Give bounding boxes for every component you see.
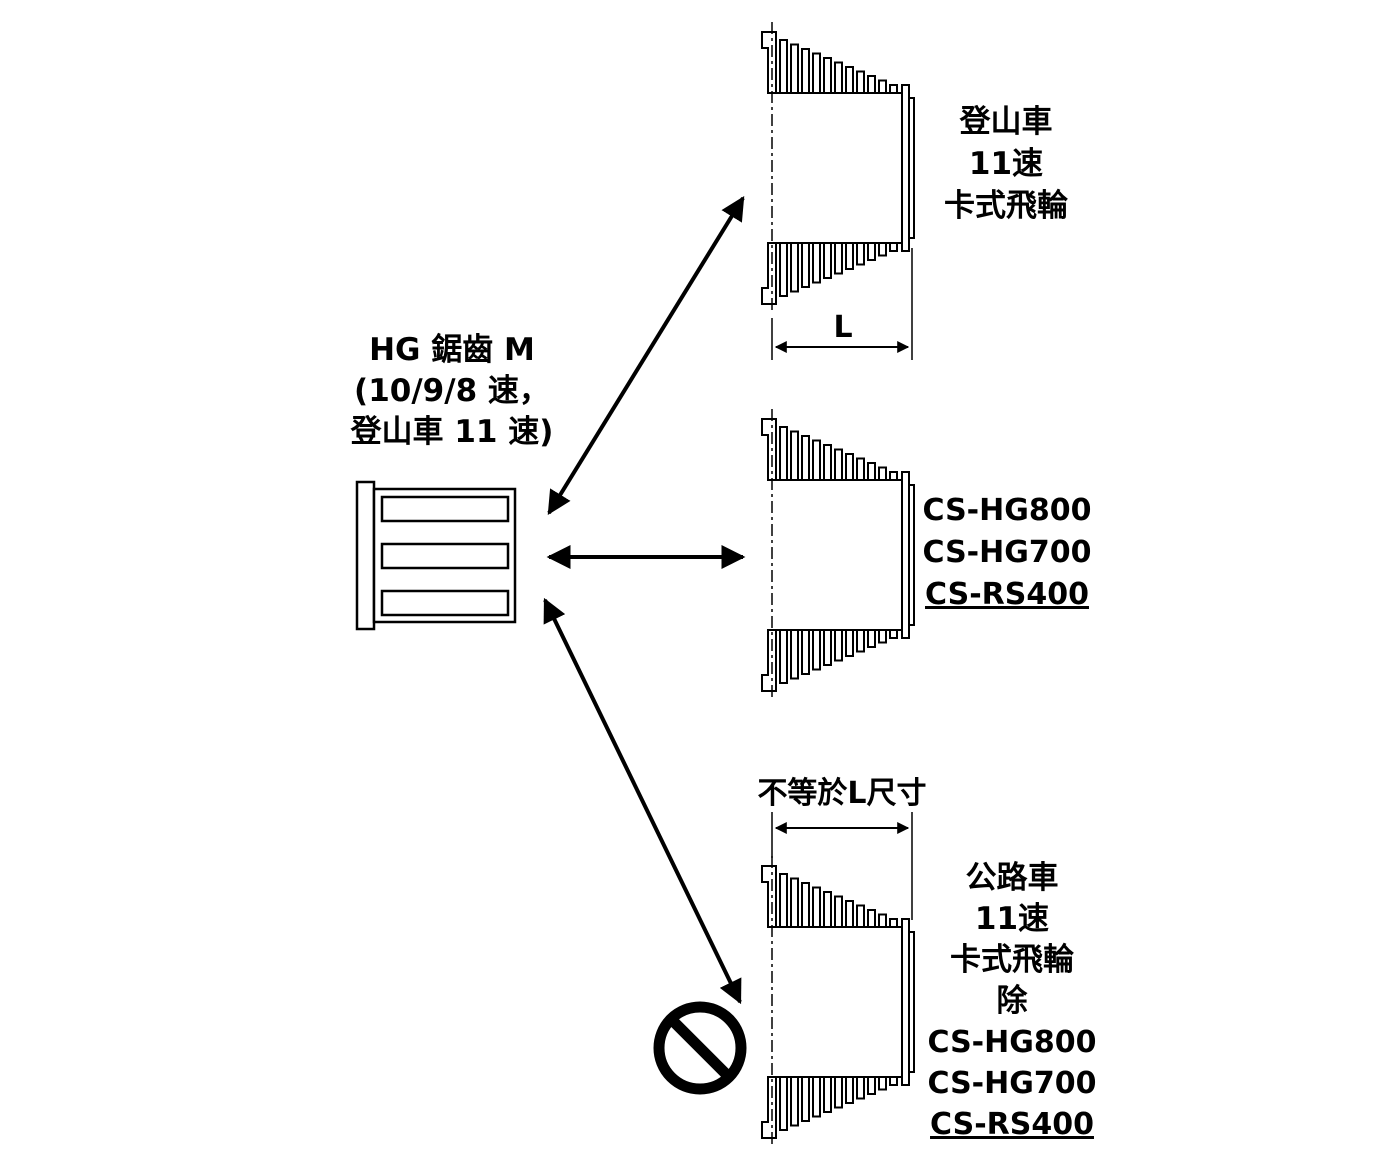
road-label-line1: 公路車 <box>966 860 1059 896</box>
hub-end-cap <box>355 480 376 631</box>
hub-spline-slot <box>380 495 510 523</box>
road-cassette-label: 公路車 11速 卡式飛輪 除 CS-HG800 CS-HG700 CS-RS40… <box>928 860 1097 1142</box>
middle-model-2: CS-HG700 <box>923 535 1092 570</box>
top-cassette-drawing <box>761 21 915 315</box>
road-label-line2: 11速 <box>975 901 1049 937</box>
hub-drawing <box>355 480 517 631</box>
middle-models-label: CS-HG800 CS-HG700 CS-RS400 <box>923 493 1092 612</box>
middle-cassette-drawing <box>761 408 915 702</box>
prohibition-icon <box>653 1001 747 1095</box>
dimension-not-l-label: 不等於L尺寸 <box>757 776 926 811</box>
bottom-cassette-drawing <box>761 855 915 1149</box>
mtb-cassette-label: 登山車 11速 卡式飛輪 <box>944 104 1068 224</box>
road-model-1: CS-HG800 <box>928 1025 1097 1060</box>
road-model-2: CS-HG700 <box>928 1066 1097 1101</box>
arrow-compatible-top <box>547 195 745 516</box>
mtb-label-line3: 卡式飛輪 <box>944 188 1068 224</box>
dimension-not-l <box>771 812 913 920</box>
hub-subtitle-2: 登山車 11 速) <box>350 414 554 450</box>
hub-spline-slot <box>380 542 510 570</box>
hub-subtitle-1: (10/9/8 速， <box>354 373 550 409</box>
hub-title: HG 鋸齒 M <box>369 332 535 368</box>
road-label-line4: 除 <box>997 983 1029 1019</box>
mtb-label-line1: 登山車 <box>959 104 1053 140</box>
road-link-cs-rs400[interactable]: CS-RS400 <box>930 1107 1094 1142</box>
middle-link-cs-rs400[interactable]: CS-RS400 <box>925 577 1089 612</box>
dimension-l-label: L <box>833 310 852 345</box>
road-label-line3: 卡式飛輪 <box>950 942 1074 978</box>
middle-model-1: CS-HG800 <box>923 493 1092 528</box>
dimension-l <box>771 248 913 360</box>
hub-label: HG 鋸齒 M (10/9/8 速， 登山車 11 速) <box>350 332 554 450</box>
connection-arrows <box>543 195 746 1005</box>
hub-spline-slot <box>380 589 510 617</box>
arrow-incompatible-bottom <box>543 597 742 1005</box>
mtb-label-line2: 11速 <box>969 146 1043 182</box>
